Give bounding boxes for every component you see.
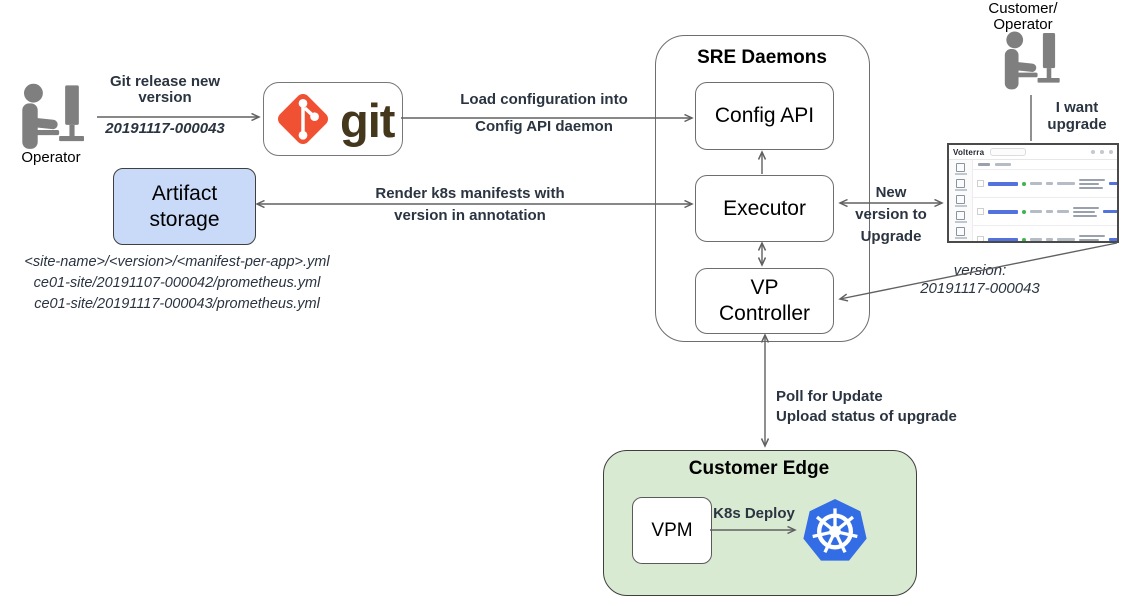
- git-release-label: Git release new version: [96, 74, 234, 106]
- load-config-line2: Config API daemon: [475, 118, 613, 135]
- i-want-line1: I want: [1055, 99, 1099, 116]
- console-header-dot: [1109, 150, 1113, 154]
- customer-operator-label: Customer/ Operator: [973, 1, 1073, 33]
- new-version-upgrade-label: New version to Upgrade: [844, 182, 938, 248]
- console-sidebar-item: [954, 195, 967, 207]
- render-manifests-line1: Render k8s manifests with: [375, 185, 565, 202]
- manifest-path-list: <site-name>/<version>/<manifest-per-app>…: [6, 252, 348, 315]
- vpm-box: VPM: [632, 497, 712, 564]
- git-wordmark: git: [340, 94, 395, 147]
- console-body: [949, 160, 1117, 241]
- i-want-upgrade-label: I want upgrade: [1036, 99, 1118, 133]
- console-tabs: [973, 160, 1117, 170]
- git-release-line2: version: [138, 89, 192, 106]
- customer-label-line1: Customer/: [988, 0, 1058, 17]
- git-node: git: [263, 82, 403, 156]
- console-sidebar-item: [954, 163, 967, 175]
- version-note-line2: 20191117-000043: [920, 280, 1040, 297]
- poll-for-update-label: Poll for Update: [776, 388, 883, 405]
- console-table-row: [973, 226, 1117, 241]
- config-api-label: Config API: [714, 104, 815, 127]
- k8s-deploy-label: K8s Deploy: [713, 505, 795, 522]
- vp-controller-line2: Controller: [718, 302, 811, 325]
- console-header: Volterra: [949, 145, 1117, 160]
- console-header-icons: [1091, 150, 1113, 154]
- manifest-path-template: <site-name>/<version>/<manifest-per-app>…: [24, 254, 330, 270]
- git-release-line1: Git release new: [109, 73, 221, 90]
- manifest-path-old: ce01-site/20191107-000042/prometheus.yml: [33, 275, 321, 291]
- customer-label-line2: Operator: [993, 16, 1053, 33]
- customer-edge-title: Customer Edge: [688, 458, 830, 479]
- console-sidebar-item: [954, 179, 967, 191]
- executor-label: Executor: [723, 196, 806, 220]
- config-api-box: Config API: [695, 82, 834, 150]
- i-want-line2: upgrade: [1047, 116, 1107, 133]
- console-logo: Volterra: [953, 147, 985, 157]
- operator-label: Operator: [21, 149, 81, 166]
- upload-status-label: Upload status of upgrade: [776, 408, 957, 425]
- console-header-dot: [1100, 150, 1104, 154]
- artifact-storage-line2: storage: [149, 207, 220, 231]
- customer-person-icon: [1004, 31, 1060, 90]
- kubernetes-logo-icon: [803, 499, 867, 561]
- new-version-line3: Upgrade: [860, 228, 922, 245]
- console-sidebar-item: [954, 227, 967, 239]
- vpm-label: VPM: [651, 519, 693, 541]
- new-version-line2: version to: [855, 206, 927, 223]
- manifest-path-new: ce01-site/20191117-000043/prometheus.yml: [34, 296, 320, 312]
- version-note: version: 20191117-000043: [900, 262, 1060, 298]
- git-release-version: 20191117-000043: [105, 120, 225, 137]
- console-sidebar-item: [954, 211, 967, 223]
- operator-person-icon: [22, 83, 84, 149]
- console-table-row: [973, 198, 1117, 226]
- console-table-row: [973, 170, 1117, 198]
- console-search-pill: [990, 148, 1027, 156]
- artifact-storage-line1: Artifact: [151, 181, 218, 205]
- sre-daemons-title: SRE Daemons: [697, 47, 827, 68]
- version-note-line1: version:: [953, 262, 1007, 279]
- vp-controller-box: VP Controller: [695, 268, 834, 334]
- render-manifests-line2: version in annotation: [394, 207, 546, 224]
- console-sidebar: [949, 160, 973, 241]
- executor-box: Executor: [695, 175, 834, 242]
- console-header-dot: [1091, 150, 1095, 154]
- git-logo-icon: [277, 93, 329, 145]
- console-table: [973, 160, 1117, 241]
- vp-controller-line1: VP: [750, 276, 779, 299]
- new-version-line1: New: [875, 184, 907, 201]
- load-config-line1: Load configuration into: [460, 91, 628, 108]
- artifact-storage-box: Artifact storage: [113, 168, 256, 245]
- console-screenshot: Volterra: [947, 143, 1119, 243]
